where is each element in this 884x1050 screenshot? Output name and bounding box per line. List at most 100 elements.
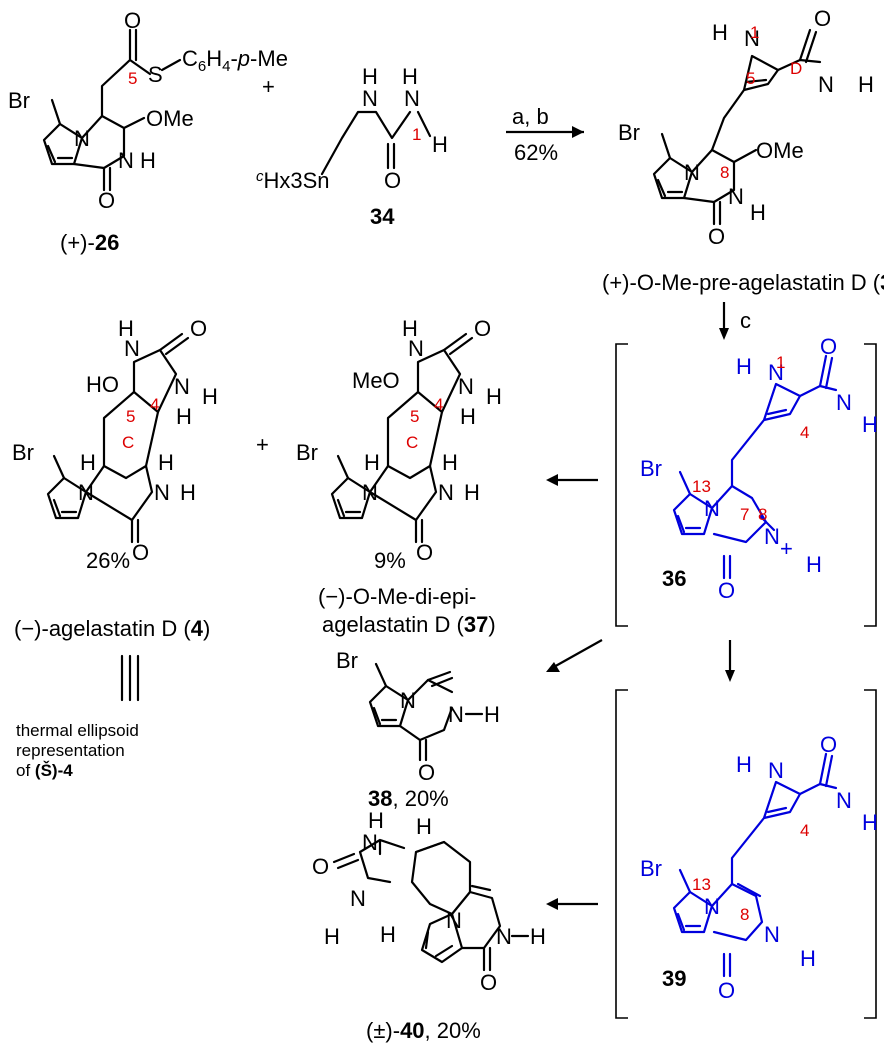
nh-label: N <box>118 148 134 173</box>
atom-number-4: 4 <box>800 821 809 840</box>
h-label: H <box>202 384 218 409</box>
n-label: N <box>744 26 760 51</box>
ho-label: HO <box>86 372 119 397</box>
bracket-36 <box>615 343 877 627</box>
n-label: N <box>768 758 784 783</box>
compound-38-caption: 38, 20% <box>368 786 449 811</box>
n-label: N <box>350 886 366 911</box>
o-label: O <box>474 316 491 341</box>
nh-label: N <box>728 184 744 209</box>
o-label: O <box>708 224 725 249</box>
conditions-c: c <box>740 308 751 333</box>
o-label: O <box>312 854 329 879</box>
h-label: H <box>402 64 418 89</box>
o-label: O <box>718 578 735 603</box>
nh-label: N <box>438 480 454 505</box>
ring-label-c: C <box>122 433 134 452</box>
h-label: H <box>862 810 878 835</box>
h-label: H <box>416 814 432 839</box>
n-label: N <box>684 160 700 185</box>
compound-40: O N H H N H H N N H O (±)-40, 20% <box>312 808 546 1043</box>
n-label: N <box>74 126 90 151</box>
atom-number-8: 8 <box>758 505 767 524</box>
yield-4: 26% <box>86 548 130 573</box>
n-label: N <box>78 480 94 505</box>
h-label: H <box>140 148 156 173</box>
h-label: H <box>460 404 476 429</box>
br-label: Br <box>618 120 640 145</box>
h-label: H <box>736 752 752 777</box>
n-label: N <box>836 788 852 813</box>
compound-39: Br N N H O N H O N H 4 13 8 39 <box>640 732 878 1003</box>
compound-39-caption: 39 <box>662 966 686 991</box>
n-label: N <box>362 480 378 505</box>
nh-label: N <box>362 86 378 111</box>
plus-label: + <box>780 536 793 561</box>
atom-number-5: 5 <box>746 69 755 88</box>
atom-number-5: 5 <box>126 407 135 426</box>
yield-37: 9% <box>374 548 406 573</box>
n-label: N <box>400 688 416 713</box>
n-label: N <box>768 360 784 385</box>
br-label: Br <box>296 440 318 465</box>
compound-35-caption: (+)-O-Me-pre-agelastatin D (35) <box>602 270 884 295</box>
yield-ab: 62% <box>514 140 558 165</box>
meo-label: MeO <box>352 368 400 393</box>
o-label: O <box>418 760 435 785</box>
h-label: H <box>362 64 378 89</box>
atom-number-8: 8 <box>740 905 749 924</box>
arrow-ab: a, b 62% <box>506 104 584 165</box>
arrow-39-to-40 <box>546 898 598 910</box>
n-label: N <box>446 908 462 933</box>
atom-number-5: 5 <box>410 407 419 426</box>
atom-number-13: 13 <box>692 875 711 894</box>
compound-37-caption-line2: agelastatin D (37) <box>322 612 496 637</box>
arrow-36-to-38 <box>546 639 603 672</box>
nh-label: N <box>496 924 512 949</box>
s-label: S <box>148 62 163 87</box>
h-label: H <box>364 450 380 475</box>
conditions-ab: a, b <box>512 104 549 129</box>
compound-36: Br N N + H O N H O N H 1 4 13 7 8 36 <box>640 334 878 603</box>
h-label: H <box>118 316 134 341</box>
compound-38: Br N N H O 38, 20% <box>336 648 500 811</box>
compound-26: Br N OMe N H O O S C6H4-p-Me 5 (+)-26 <box>8 8 288 255</box>
br-label: Br <box>8 88 30 113</box>
n-label: N <box>764 524 780 549</box>
h-label: H <box>484 702 500 727</box>
h-label: H <box>806 552 822 577</box>
atom-number-5: 5 <box>128 69 137 88</box>
o-label: O <box>384 168 401 193</box>
atom-number-1: 1 <box>412 125 421 144</box>
o-label: O <box>820 732 837 757</box>
h-label: H <box>530 924 546 949</box>
thioaryl-label: C6H4-p-Me <box>182 46 288 75</box>
ome-label: OMe <box>146 106 194 131</box>
equivalence-sign <box>120 654 140 702</box>
atom-number-1: 1 <box>776 353 785 372</box>
o-label: O <box>190 316 207 341</box>
h-label: H <box>368 808 384 833</box>
ring-label-d: D <box>790 59 802 78</box>
br-label: Br <box>12 440 34 465</box>
stannyl-label: cHx3Sn <box>256 168 330 193</box>
compound-35: Br N OMe N H O N H O N H 1 5 D 8 (+)-O-M… <box>602 6 884 295</box>
h-label: H <box>464 480 480 505</box>
nh-label: N <box>154 480 170 505</box>
arrow-36-to-37 <box>546 474 598 486</box>
o-label: O <box>480 970 497 995</box>
h-label: H <box>750 200 766 225</box>
note-line-2: representation <box>16 741 125 760</box>
n-label: N <box>704 894 720 919</box>
h-label: H <box>176 404 192 429</box>
ring-label-c: C <box>406 433 418 452</box>
compound-34: N H N H H O cHx3Sn 1 34 <box>256 64 448 229</box>
compound-40-caption: (±)-40, 20% <box>366 1018 481 1043</box>
h-label: H <box>486 384 502 409</box>
n-label: N <box>704 496 720 521</box>
n-label: N <box>818 72 834 97</box>
br-label: Br <box>640 456 662 481</box>
n-label: N <box>124 336 140 361</box>
h-label: H <box>158 450 174 475</box>
